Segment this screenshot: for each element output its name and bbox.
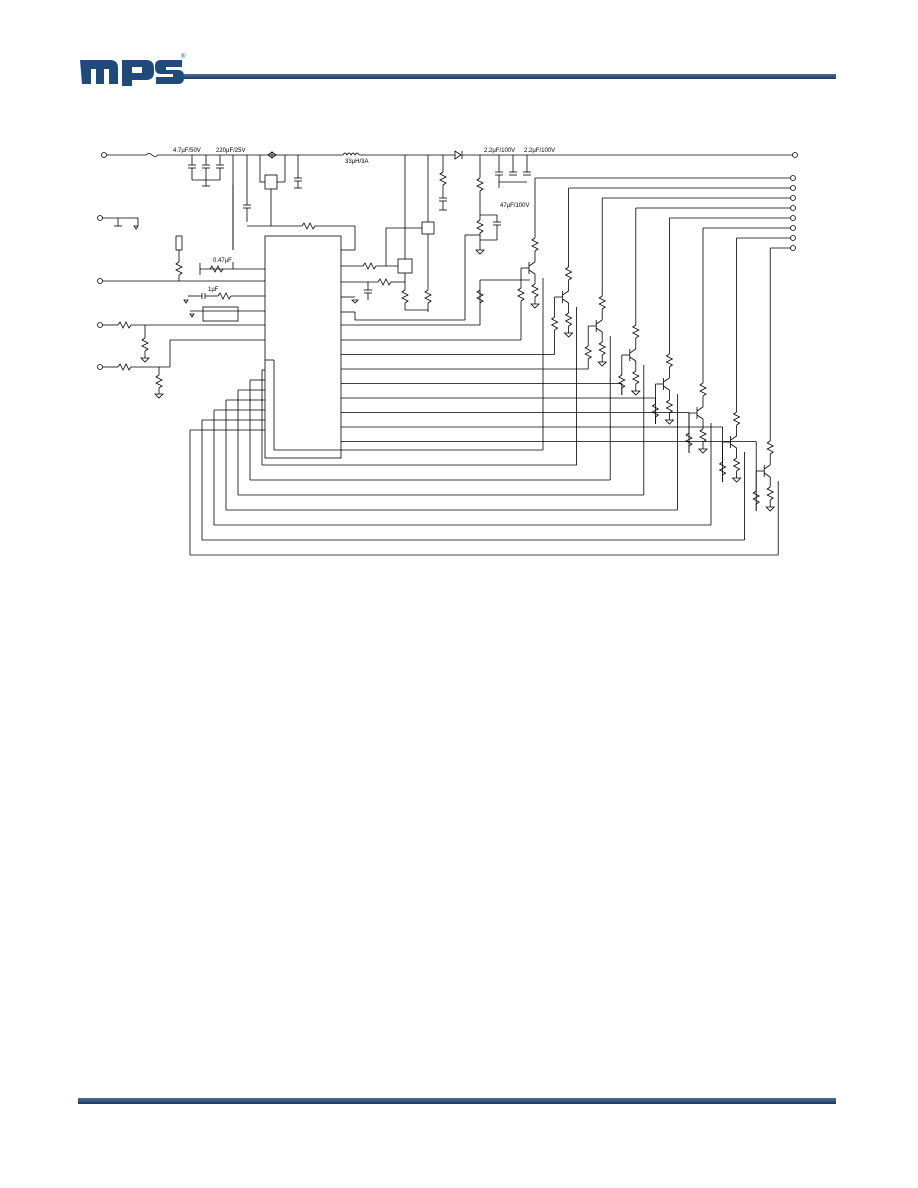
driver-trace: [698, 448, 708, 454]
label-cin: 4.7µF/50V: [173, 148, 201, 154]
driver-trace: [563, 332, 574, 338]
driver-trace: [597, 361, 608, 367]
driver-trace: [564, 312, 573, 327]
mps-logo: ®: [78, 52, 186, 86]
driver-trace: [517, 287, 525, 302]
driver-trace: [584, 345, 593, 360]
driver-trace: [790, 215, 796, 221]
driver-trace: [790, 235, 796, 241]
driver-trace: [630, 390, 641, 396]
driver-trace: [790, 185, 796, 191]
driver-trace: [617, 374, 626, 389]
driver-trace: [766, 440, 775, 455]
driver-trace: [562, 290, 569, 296]
driver-trace: [766, 486, 775, 501]
driver-trace: [790, 225, 796, 231]
driver-trace: [765, 506, 776, 512]
driver-trace: [790, 245, 796, 251]
driver-trace: [699, 382, 707, 397]
driver-trace: [696, 406, 704, 412]
label-cout1: 2.2µF/100V: [484, 148, 515, 154]
driver-trace: [595, 327, 603, 333]
label-cboost: 47µF/100V: [500, 203, 529, 209]
driver-trace: [598, 295, 607, 310]
driver-trace: [629, 356, 637, 362]
driver-trace: [550, 316, 559, 331]
driver-trace: [790, 205, 796, 211]
label-inductor: 33µH/3A: [345, 159, 368, 165]
driver-trace: [664, 419, 675, 425]
driver-trace: [790, 175, 796, 181]
label-c047: 0.47µF: [213, 258, 232, 264]
driver-trace: [730, 435, 737, 441]
label-c1u: 1µF: [208, 287, 219, 293]
driver-trace: [790, 195, 796, 201]
driver-trace: [531, 283, 539, 298]
driver-trace: [665, 353, 674, 368]
driver-trace: [763, 464, 771, 470]
label-cbulk: 220µF/25V: [216, 148, 245, 154]
driver-trace: [631, 370, 640, 385]
driver-trace: [528, 269, 536, 275]
label-cout2: 2.2µF/100V: [524, 148, 555, 154]
led-channel-drivers: [189, 175, 796, 556]
driver-trace: [564, 266, 573, 281]
driver-trace: [731, 477, 742, 483]
driver-trace: [631, 324, 640, 339]
driver-trace: [530, 303, 540, 309]
footer-rule: [78, 1098, 836, 1104]
driver-trace: [562, 298, 569, 304]
driver-trace: [732, 457, 741, 472]
driver-trace: [663, 385, 670, 391]
controller-ic: [264, 235, 342, 459]
driver-trace: [732, 411, 741, 426]
driver-trace: [531, 237, 539, 252]
registered-mark: ®: [181, 53, 186, 60]
driver-trace: [665, 399, 674, 414]
driver-trace: [730, 443, 737, 449]
driver-trace: [699, 428, 707, 443]
driver-trace: [663, 377, 670, 383]
driver-trace: [595, 319, 603, 325]
header-rule: [184, 74, 836, 79]
driver-trace: [763, 472, 771, 478]
driver-trace: [528, 261, 536, 267]
driver-trace: [629, 348, 637, 354]
driver-trace: [598, 341, 607, 356]
driver-trace: [696, 414, 704, 420]
